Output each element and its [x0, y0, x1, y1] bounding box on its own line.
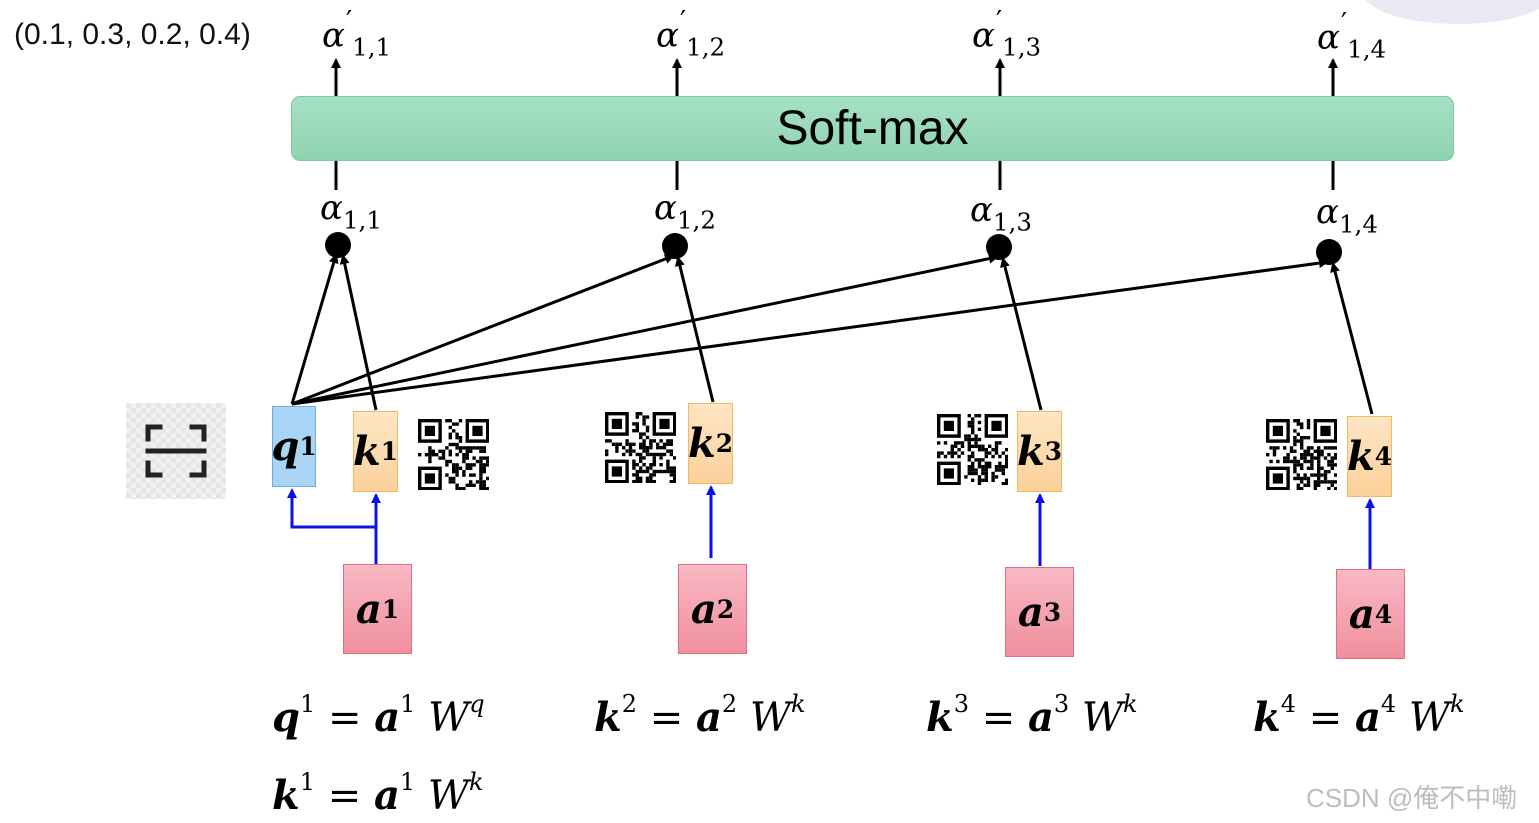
- watermark: CSDN @俺不中嘞: [1306, 783, 1518, 813]
- key-to-score-arrow: [339, 254, 378, 411]
- dot-product-node: [1316, 239, 1342, 265]
- dot-product-node: [662, 233, 688, 259]
- equation-q1: q1 = a1 Wq: [272, 690, 485, 742]
- equation-k3: k3 = a3 Wk: [926, 690, 1138, 742]
- key-to-score-arrow: [675, 256, 715, 403]
- equation-k1: k1 = a1 Wk: [272, 768, 484, 820]
- query-to-score-arrow: [291, 258, 1329, 406]
- input-alpha-1-1: α1,1: [320, 188, 382, 235]
- input-alpha-1-3: α1,3: [970, 190, 1032, 237]
- input-alpha-1-2: α1,2: [654, 188, 716, 235]
- scan-icon[interactable]: [126, 403, 226, 499]
- qr-code-icon[interactable]: [605, 412, 677, 488]
- dot-product-node: [325, 232, 351, 258]
- output-alpha-1-3: α′1,3: [972, 6, 1042, 62]
- key-to-score-arrow: [1000, 257, 1043, 411]
- qr-code-icon[interactable]: [937, 414, 1009, 490]
- query-to-score-arrow: [291, 254, 675, 406]
- output-alpha-1-1: α′1,1: [322, 6, 392, 62]
- query-to-score-arrow: [290, 253, 339, 405]
- key-to-score-arrow: [1330, 262, 1374, 415]
- softmax-block: Soft-max: [291, 96, 1454, 161]
- softmax-label: Soft-max: [776, 102, 969, 155]
- projection-arrow-a1-q1: [287, 488, 376, 529]
- output-alpha-1-4: α′1,4: [1317, 8, 1387, 64]
- scan-icon-glyph: [145, 424, 207, 478]
- attention-score-tuple: (0.1, 0.3, 0.2, 0.4): [14, 18, 251, 51]
- equation-k4: k4 = a4 Wk: [1253, 690, 1465, 742]
- output-alpha-1-2: α′1,2: [656, 6, 726, 62]
- query-to-score-arrow: [291, 253, 999, 406]
- dot-product-node: [986, 234, 1012, 260]
- qr-code-icon[interactable]: [418, 419, 490, 495]
- qr-code-icon[interactable]: [1266, 419, 1338, 495]
- equation-k2: k2 = a2 Wk: [594, 690, 806, 742]
- input-alpha-1-4: α1,4: [1316, 192, 1378, 239]
